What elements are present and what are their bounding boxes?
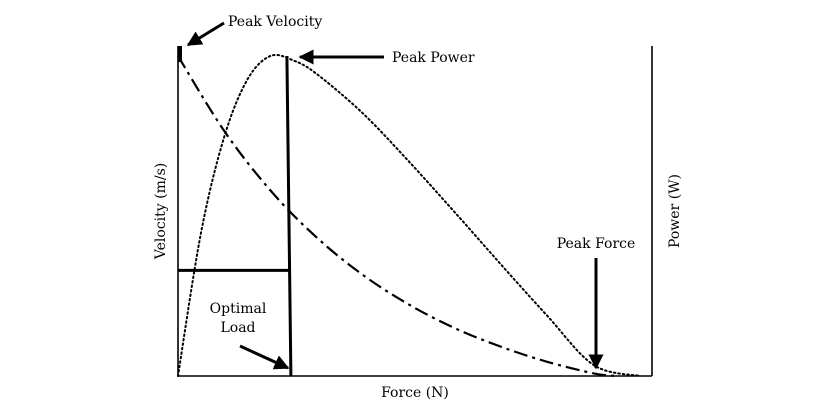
peak-velocity-arrow [186,21,225,47]
optimal-load-label-line1: Optimal [210,301,267,317]
optimal-load-label-line2: Load [220,320,255,336]
peak-power-label: Peak Power [392,50,475,66]
right-y-axis-label: Power (W) [667,174,683,248]
optimal-load-arrow [239,344,290,370]
left-y-axis-label: Velocity (m/s) [153,163,169,260]
peak-force-label: Peak Force [557,236,636,252]
x-axis-label: Force (N) [381,385,449,401]
velocity-curve [177,55,618,378]
peak-velocity-label: Peak Velocity [228,14,322,30]
power-curve [177,53,641,377]
optimal-load-vertical-line [285,55,293,377]
